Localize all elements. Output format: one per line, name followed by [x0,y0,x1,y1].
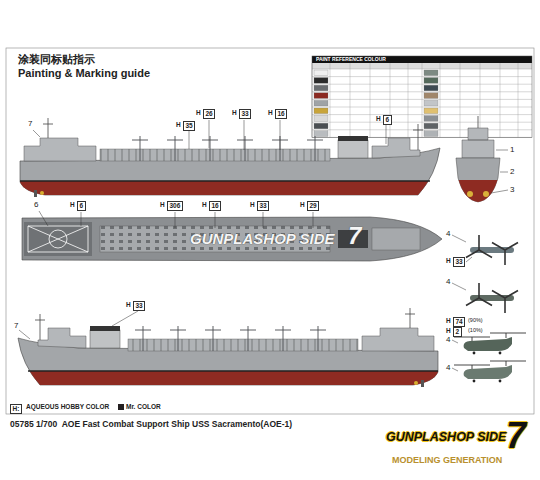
callout-number: 4 [446,336,450,344]
paint-prefix: H [446,328,451,335]
logo-subtitle: MODELING GENERATION [392,456,502,465]
paint-prefix: H [176,122,181,129]
callout-number: 3 [510,186,514,194]
heading-chinese: 涂装同标贴指示 [18,54,95,65]
paint-prefix: H [202,202,207,209]
paint-code: 33 [257,201,269,211]
callout-number: 4 [446,230,450,238]
paint-code: 2 [453,327,462,337]
page-title: Painting & Marking guide [18,68,150,79]
legend-swatch [118,404,124,410]
logo-number: 7 [506,418,526,454]
table-header: PAINT REFERENCE COLOUR [316,57,386,62]
callout-number: 1 [510,146,514,154]
paint-code: 74 [453,317,465,327]
paint-code: 16 [209,201,221,211]
callout-number: 7 [14,322,18,330]
paint-prefix: H [268,110,273,117]
paint-prefix: H [300,202,305,209]
paint-prefix: H [446,258,451,265]
product-caption: 05785 1/700 AOE Fast Combat Support Ship… [10,420,292,429]
paint-prefix: H [250,202,255,209]
mix-ratio: (90%) [468,318,483,324]
watermark: 7 [348,224,361,248]
paint-code: 33 [453,257,465,267]
paint-key: H: [10,404,22,414]
paint-code: 16 [275,109,287,119]
paint-prefix: H [70,202,75,209]
paint-code: 306 [167,201,183,211]
paint-code: 35 [183,121,195,131]
paint-code: 26 [203,109,215,119]
paint-prefix: H [126,302,131,309]
paint-code: 6 [77,201,86,211]
legend-item: Mr. COLOR [118,404,161,411]
paint-prefix: H [232,110,237,117]
callout-number: 4 [446,364,450,372]
paint-code: 33 [133,301,145,311]
callout-number: 6 [34,201,38,209]
paint-code: 33 [239,109,251,119]
paint-prefix: H [196,110,201,117]
paint-prefix: H [446,318,451,325]
mix-ratio: (10%) [468,328,483,334]
callout-number: 2 [510,168,514,176]
paint-code: 6 [383,115,392,125]
paint-prefix: H [160,202,165,209]
paint-code: 29 [307,201,319,211]
legend-text: Mr. COLOR [126,404,161,411]
legend-text: AQUEOUS HOBBY COLOR [26,404,109,411]
watermark: GUNPLASHOP SIDE [190,231,334,246]
paint-prefix: H [376,116,381,123]
logo-text: GUNPLASHOP SIDE [386,431,506,444]
callout-number: 7 [28,120,32,128]
legend-item: AQUEOUS HOBBY COLOR [26,404,109,411]
callout-number: 4 [446,278,450,286]
